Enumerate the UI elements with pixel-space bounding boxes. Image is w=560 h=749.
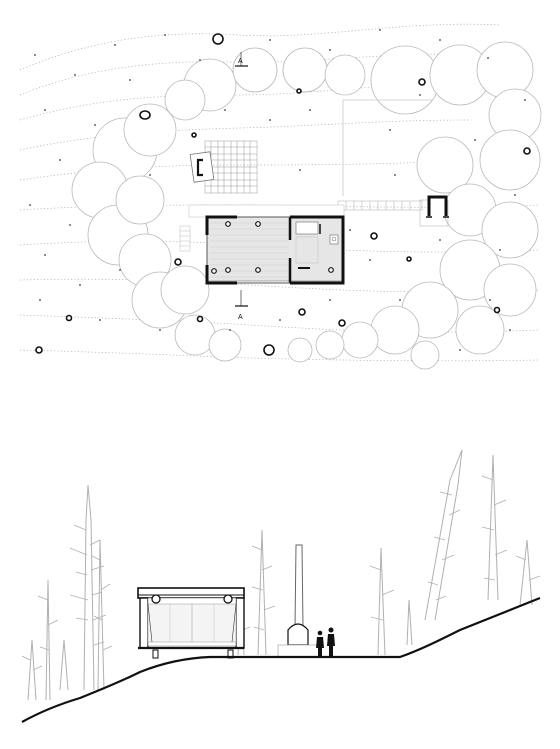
tree-canopies	[71, 41, 542, 370]
terrace-grid	[204, 140, 258, 194]
boulders	[35, 33, 531, 356]
section-marker-bottom: A	[235, 290, 248, 321]
fire-pit	[277, 544, 321, 658]
cabin-plan	[205, 215, 345, 285]
section-label-top: A	[238, 58, 243, 65]
cabin-section	[137, 587, 245, 659]
ground-line	[21, 596, 541, 723]
clearing-edge	[342, 99, 432, 196]
site-plan: A A	[19, 23, 542, 370]
section-view	[21, 449, 541, 723]
bench	[189, 151, 215, 183]
section-label-bottom: A	[238, 314, 243, 321]
background-trees	[21, 449, 541, 701]
sauna-plan	[426, 195, 449, 218]
section-marker-top: A	[235, 52, 248, 67]
tree-dots	[29, 29, 526, 351]
